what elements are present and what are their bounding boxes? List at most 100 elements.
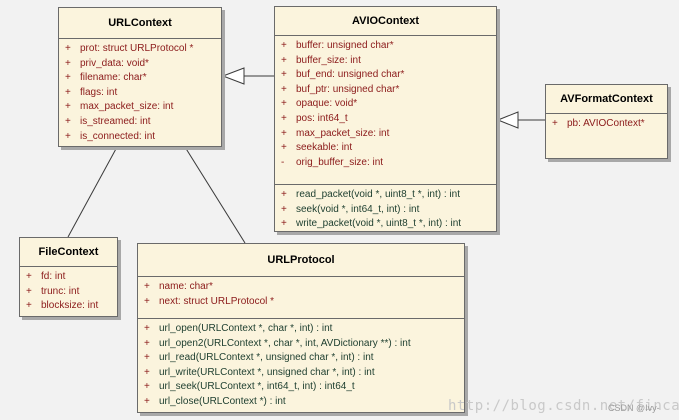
attribute-text: buffer_size: int bbox=[296, 54, 361, 66]
attribute-row: + pb: AVIOContext* bbox=[546, 117, 667, 132]
class-aviocontext[interactable]: AVIOContext +buffer: unsigned char* +buf… bbox=[274, 6, 497, 232]
visibility-marker: + bbox=[281, 189, 287, 200]
attributes-section: +prot: struct URLProtocol * +priv_data: … bbox=[59, 39, 221, 148]
class-urlprotocol[interactable]: URLProtocol + name: char* +next: struct U… bbox=[137, 243, 465, 413]
assoc-arrowhead-urlcontext bbox=[221, 67, 245, 85]
attribute-text: prot: struct URLProtocol * bbox=[80, 43, 194, 54]
attribute-row: + blocksize: int bbox=[20, 299, 117, 314]
class-title: AVFormatContext bbox=[546, 85, 667, 114]
visibility-marker: + bbox=[281, 83, 287, 95]
class-title: URLProtocol bbox=[138, 244, 464, 277]
attribute-row: +pos: int64_t bbox=[275, 112, 496, 127]
visibility-marker: + bbox=[26, 300, 32, 312]
class-title: URLContext bbox=[59, 8, 221, 39]
visibility-marker: + bbox=[281, 69, 287, 81]
visibility-marker: + bbox=[281, 40, 287, 51]
attribute-row: +opaque: void* bbox=[275, 97, 496, 112]
attribute-text: name: char* bbox=[159, 281, 213, 292]
watermark-url: http://blog.csdn.net/fincal bbox=[448, 398, 679, 414]
operation-text: url_read(URLContext *, unsigned char *, … bbox=[159, 352, 374, 364]
operation-row: + url_open(URLContext *, char *, int) : i… bbox=[138, 322, 464, 337]
class-filecontext[interactable]: FileContext +fd: int +trunc: int +blocks… bbox=[19, 237, 118, 317]
watermark-tag: CSDN @Ivy- bbox=[608, 403, 660, 413]
operation-text: url_close(URLContext *) : int bbox=[159, 395, 286, 407]
attribute-text: filename: char* bbox=[80, 72, 147, 84]
visibility-marker: + bbox=[26, 285, 32, 297]
visibility-marker: + bbox=[144, 337, 150, 349]
attribute-row: + trunc: int bbox=[20, 285, 117, 300]
attribute-row: +buf_end: unsigned char* bbox=[275, 68, 496, 83]
attribute-row: + is_connected: int bbox=[59, 130, 221, 145]
visibility-marker: + bbox=[281, 218, 287, 230]
operation-text: write_packet(void *, uint8_t *, int) : i… bbox=[296, 218, 462, 230]
operation-row: + url_close(URLContext *) : int bbox=[138, 395, 464, 410]
visibility-marker: + bbox=[281, 54, 287, 66]
operation-text: url_seek(URLContext *, int64_t, int) : i… bbox=[159, 381, 355, 393]
operation-text: url_open(URLContext *, char *, int) : in… bbox=[159, 323, 333, 334]
visibility-marker: + bbox=[144, 381, 150, 393]
operation-text: read_packet(void *, uint8_t *, int) : in… bbox=[296, 189, 460, 200]
attributes-section: + name: char* +next: struct URLProtocol * bbox=[138, 277, 464, 319]
operation-row: + url_seek(URLContext *, int64_t, int) : … bbox=[138, 380, 464, 395]
attribute-row: + buffer_size: int bbox=[275, 54, 496, 69]
attribute-row: +next: struct URLProtocol * bbox=[138, 295, 464, 310]
attribute-text: trunc: int bbox=[41, 285, 80, 297]
attribute-text: flags: int bbox=[80, 86, 118, 98]
attribute-text: pb: AVIOContext* bbox=[567, 118, 645, 129]
operation-row: + seek(void *, int64_t, int) : int bbox=[275, 203, 496, 218]
attribute-text: blocksize: int bbox=[41, 300, 99, 312]
link-urlcontext-filecontext bbox=[67, 146, 118, 238]
attribute-row: + name: char* bbox=[138, 280, 464, 295]
class-urlcontext[interactable]: URLContext +prot: struct URLProtocol * +… bbox=[58, 7, 222, 147]
attribute-text: opaque: void* bbox=[296, 98, 358, 110]
operation-text: url_write(URLContext *, unsigned char *,… bbox=[159, 366, 375, 378]
attribute-text: is_streamed: int bbox=[80, 115, 151, 127]
attribute-row: + filename: char* bbox=[59, 71, 221, 86]
operation-row: + url_read(URLContext *, unsigned char *,… bbox=[138, 351, 464, 366]
visibility-marker: + bbox=[65, 130, 71, 142]
attribute-text: buf_ptr: unsigned char* bbox=[296, 83, 400, 95]
attribute-row: + priv_data: void* bbox=[59, 57, 221, 72]
attributes-section: + pb: AVIOContext* bbox=[546, 114, 667, 136]
attribute-row: + fd: int bbox=[20, 270, 117, 285]
visibility-marker: + bbox=[26, 271, 32, 282]
attribute-text: seekable: int bbox=[296, 142, 353, 154]
attribute-text: fd: int bbox=[41, 271, 66, 282]
attribute-row: + flags: int bbox=[59, 86, 221, 101]
operation-row: + write_packet(void *, uint8_t *, int) : … bbox=[275, 217, 496, 232]
operation-row: + read_packet(void *, uint8_t *, int) : i… bbox=[275, 188, 496, 203]
visibility-marker: + bbox=[552, 118, 558, 129]
link-urlcontext-urlprotocol bbox=[184, 146, 246, 244]
attribute-text: max_packet_size: int bbox=[296, 127, 390, 139]
visibility-marker: + bbox=[144, 281, 150, 292]
attribute-text: priv_data: void* bbox=[80, 57, 149, 69]
visibility-marker: + bbox=[144, 366, 150, 378]
attribute-row: + seekable: int bbox=[275, 141, 496, 156]
operation-text: seek(void *, int64_t, int) : int bbox=[296, 203, 420, 215]
visibility-marker: + bbox=[144, 395, 150, 407]
visibility-marker: + bbox=[281, 142, 287, 154]
attribute-text: orig_buffer_size: int bbox=[296, 156, 384, 168]
attribute-text: is_connected: int bbox=[80, 130, 156, 142]
attribute-text: buffer: unsigned char* bbox=[296, 40, 394, 51]
attributes-section: + buffer: unsigned char* + buffer_size: in… bbox=[275, 36, 496, 185]
attribute-text: max_packet_size: int bbox=[80, 101, 174, 113]
visibility-marker: + bbox=[144, 323, 150, 334]
visibility-marker: + bbox=[65, 86, 71, 98]
visibility-marker: + bbox=[144, 352, 150, 364]
attribute-row: +prot: struct URLProtocol * bbox=[59, 42, 221, 57]
assoc-arrowhead-avio bbox=[496, 111, 519, 129]
attribute-row: + buffer: unsigned char* bbox=[275, 39, 496, 54]
class-avformatcontext[interactable]: AVFormatContext + pb: AVIOContext* bbox=[545, 84, 668, 159]
visibility-marker: + bbox=[281, 112, 287, 124]
visibility-marker: + bbox=[65, 72, 71, 84]
visibility-marker: + bbox=[65, 57, 71, 69]
visibility-marker: + bbox=[281, 203, 287, 215]
operations-section: + url_open(URLContext *, char *, int) : i… bbox=[138, 319, 464, 414]
attribute-row: +max_packet_size: int bbox=[275, 127, 496, 142]
attribute-row: + buf_ptr: unsigned char* bbox=[275, 83, 496, 98]
visibility-marker: + bbox=[65, 101, 71, 113]
operation-row: +url_open2(URLContext *, char *, int, AV… bbox=[138, 337, 464, 352]
